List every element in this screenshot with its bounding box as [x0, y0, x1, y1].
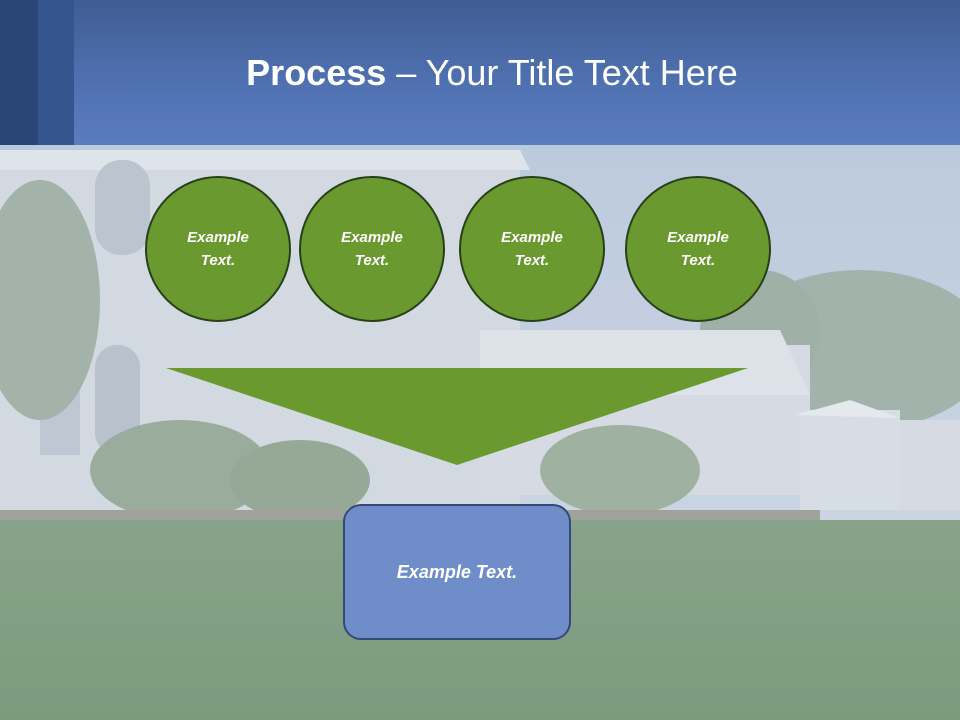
- step-circle-2: Example Text.: [299, 176, 445, 322]
- step-circle-label: Example Text.: [501, 229, 563, 269]
- title-bold: Process: [246, 52, 387, 93]
- title-rest: – Your Title Text Here: [386, 52, 738, 93]
- step-circle-label: Example Text.: [341, 229, 403, 269]
- header-accent-band: [0, 0, 38, 145]
- funnel-arrow: [166, 368, 748, 465]
- result-box-label: Example Text.: [396, 561, 518, 582]
- step-circle-label: Example Text.: [187, 229, 249, 269]
- step-circle-3: Example Text.: [459, 176, 605, 322]
- step-circle-label: Example Text.: [667, 229, 729, 269]
- step-circle-4: Example Text.: [625, 176, 771, 322]
- step-circle-1: Example Text.: [145, 176, 291, 322]
- slide-header: [0, 0, 960, 145]
- slide-title: Process – Your Title Text Here: [0, 52, 960, 94]
- header-accent-band: [38, 0, 74, 145]
- result-box: Example Text.: [343, 504, 571, 640]
